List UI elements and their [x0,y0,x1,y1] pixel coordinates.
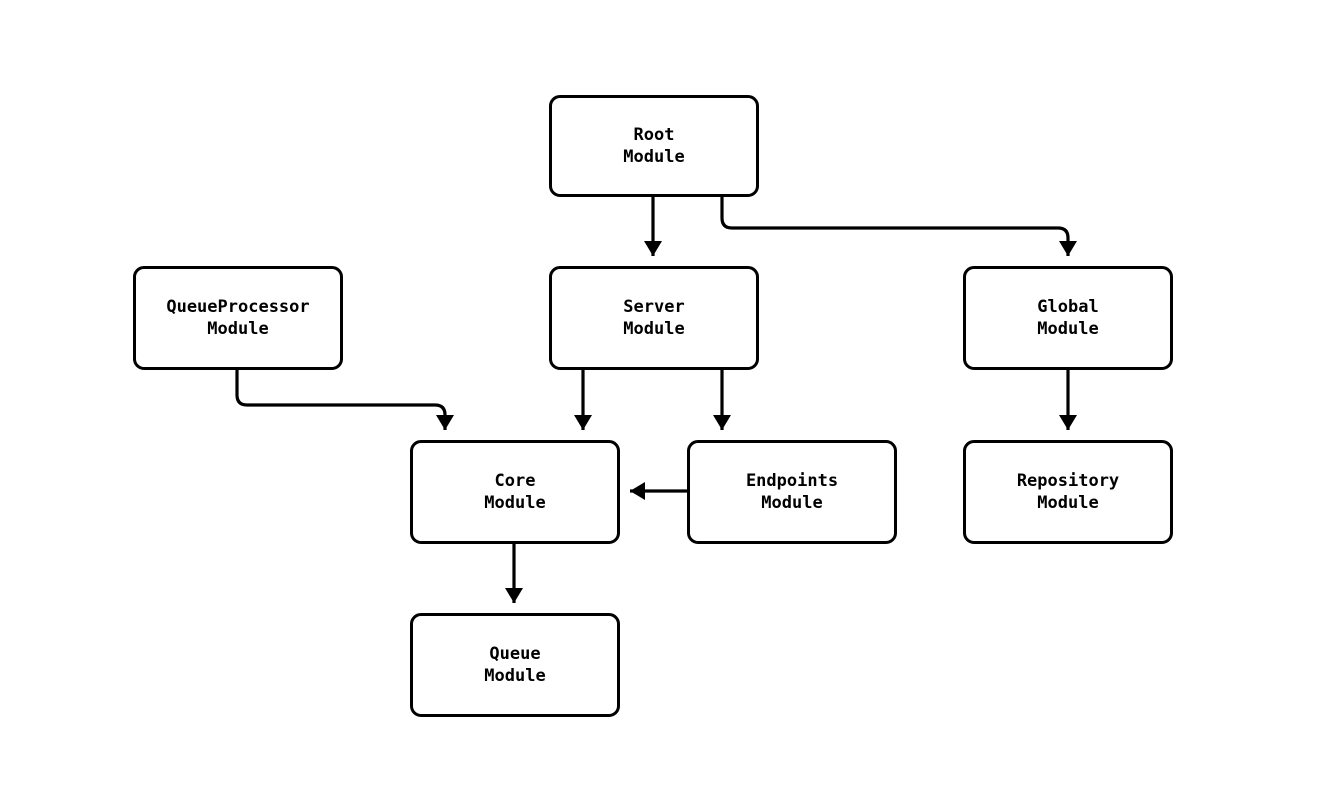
arrowhead-server-to-endpoints [713,415,731,430]
arrowhead-endpoints-to-core [630,482,645,500]
node-label: Queue Module [484,644,546,686]
arrowhead-core-to-queue [505,588,523,603]
node-queueprocessor-module[interactable]: QueueProcessor Module [133,266,343,370]
node-label: Global Module [1037,297,1099,339]
node-root-module[interactable]: Root Module [549,95,759,197]
node-global-module[interactable]: Global Module [963,266,1173,370]
edges-group [235,197,1077,603]
node-endpoints-module[interactable]: Endpoints Module [687,440,897,544]
arrowhead-global-to-repository [1059,415,1077,430]
node-label: Repository Module [1016,471,1120,513]
edge-root-to-global [720,197,1070,256]
node-server-module[interactable]: Server Module [549,266,759,370]
node-label: Server Module [623,297,685,339]
arrowhead-root-to-global [1059,241,1077,256]
arrowhead-root-to-server [644,241,662,256]
node-label: Root Module [623,125,685,167]
edge-queueprocessor-to-core [235,370,447,430]
arrowhead-server-to-core [574,415,592,430]
node-repository-module[interactable]: Repository Module [963,440,1173,544]
node-queue-module[interactable]: Queue Module [410,613,620,717]
arrowhead-queueprocessor-to-core [436,415,454,430]
node-label: Core Module [484,471,546,513]
node-label: QueueProcessor Module [166,297,310,339]
node-core-module[interactable]: Core Module [410,440,620,544]
node-label: Endpoints Module [745,471,839,513]
